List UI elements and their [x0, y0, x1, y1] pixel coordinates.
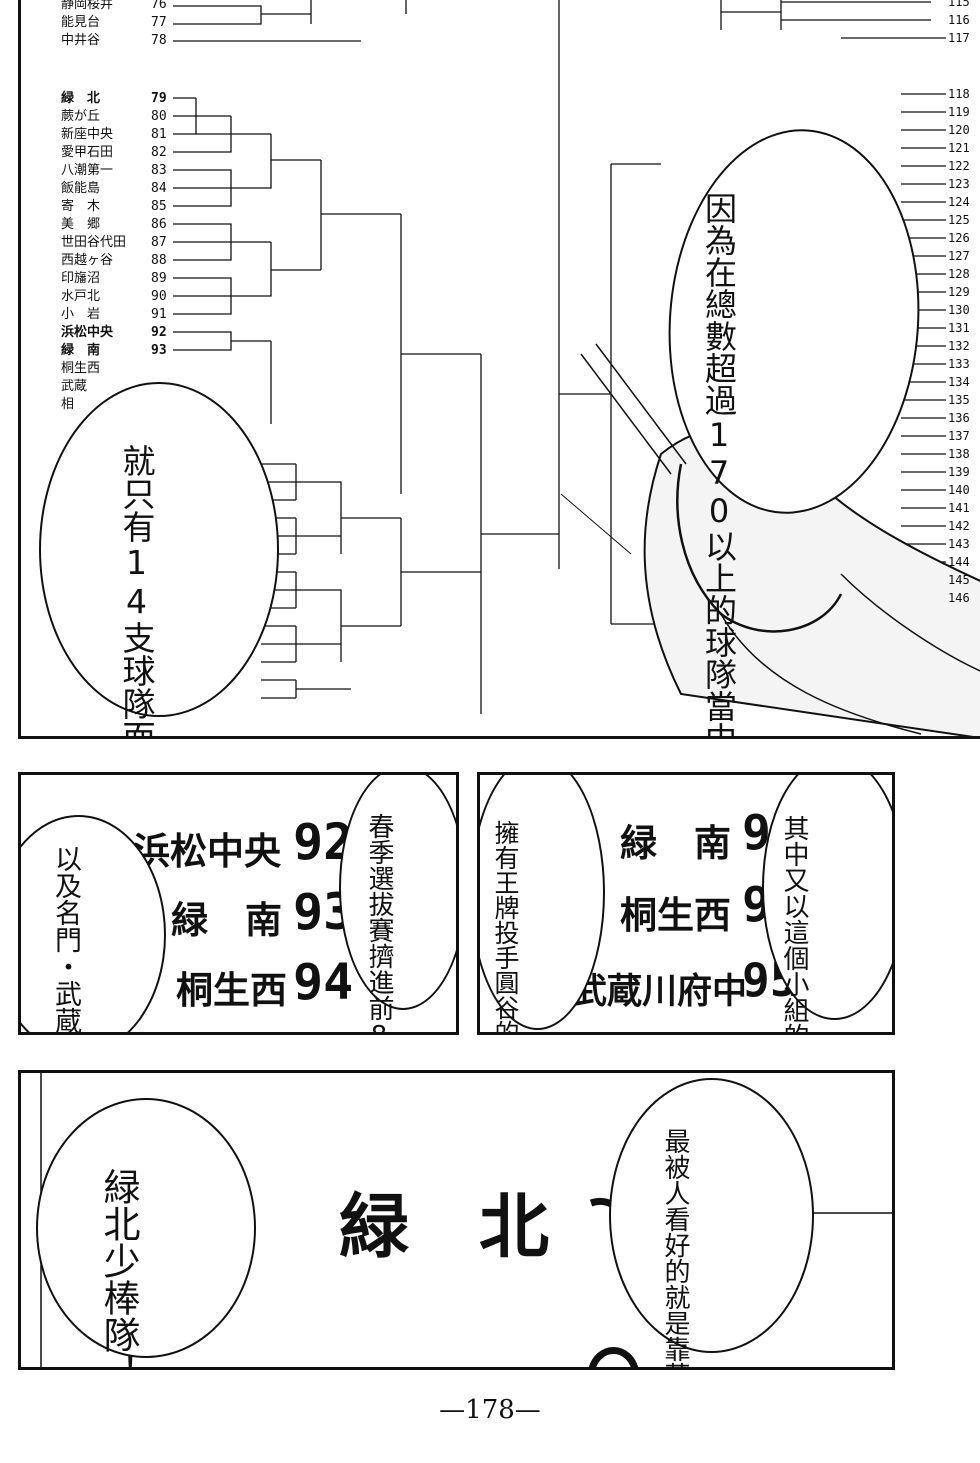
- bracket-number: 126: [948, 231, 970, 245]
- team-num-94: 94: [293, 953, 354, 1011]
- bracket-panel: 静岡桜井 76 能見台 77 中井谷 78 緑 北 79 蕨が丘 80 新座中央 81 愛甲石田 82 八…: [18, 0, 980, 739]
- team-name: 飯能島: [61, 181, 101, 196]
- bracket-number: 136: [948, 411, 970, 425]
- bubble-left-text: 擁有王牌投手圓谷的桐生西少棒隊…: [491, 820, 520, 1035]
- team-name-hamamatsu: 浜松中央: [133, 830, 281, 873]
- team-name: 中井谷: [61, 33, 101, 48]
- bracket-number: 146: [948, 591, 970, 605]
- team-name: 能見台: [61, 15, 101, 30]
- team-name: 緑 北: [61, 91, 101, 106]
- team-number: 80: [151, 109, 167, 124]
- team-name: 世田谷代田: [61, 235, 127, 250]
- bracket-number: 128: [948, 267, 970, 281]
- team-name: 印旛沼: [61, 271, 101, 286]
- bracket-number: 121: [948, 141, 970, 155]
- bracket-number: 141: [948, 501, 970, 515]
- page-number: —178—: [439, 1395, 541, 1425]
- team-number: 86: [151, 217, 167, 232]
- bracket-number: 124: [948, 195, 970, 209]
- speech-bubble-left: [36, 1098, 256, 1358]
- bracket-number: 143: [948, 537, 970, 551]
- panel-kiryunishi: 緑 南 桐生西 武蔵川府中 9 9 95 擁有王牌投手圓谷的桐生西少棒隊… 其中…: [477, 772, 895, 1035]
- bracket-number: 144: [948, 555, 970, 569]
- bubble-left-text: 緑北少棒隊！: [97, 1168, 140, 1370]
- bracket-number: 118: [948, 87, 970, 101]
- team-name: 水戸北: [61, 289, 101, 304]
- panel-hamamatsu: 浜松中央 緑 南 桐生西 92 93 94 以及名門・武蔵川府中 春季選拔賽擠進…: [18, 772, 459, 1035]
- bracket-number: 133: [948, 357, 970, 371]
- bracket-number: 131: [948, 321, 970, 335]
- speech-bubble-right: [339, 775, 456, 1010]
- bubble-right-text: 其中又以這個小組的戰況最為嚴苛吧…: [778, 815, 810, 1032]
- team-name: 小 岩: [61, 307, 101, 322]
- bracket-number: 145: [948, 573, 970, 587]
- team-number: 79: [151, 91, 167, 106]
- bubble-left-text: 以及名門・武蔵川府中: [50, 845, 81, 1035]
- team-name: 静岡桜井: [61, 0, 114, 12]
- bracket-number: 120: [948, 123, 970, 137]
- team-name-musashigawa: 武蔵川府中: [572, 972, 748, 1012]
- team-name-midorinami: 緑 南: [620, 822, 731, 865]
- team-number: 83: [151, 163, 167, 178]
- team-name: 緑 南: [61, 343, 101, 358]
- team-number: 76: [151, 0, 167, 12]
- bracket-number: 137: [948, 429, 970, 443]
- speech-bubble-right: [609, 1078, 814, 1353]
- bracket-number: 119: [948, 105, 970, 119]
- bubble-left-text: 就只有14支球隊而已啊…: [117, 444, 156, 739]
- bracket-number: 127: [948, 249, 970, 263]
- team-name: 八潮第一: [61, 163, 114, 178]
- team-name: 愛甲石田: [61, 145, 114, 160]
- team-number: 91: [151, 307, 167, 322]
- team-name: 美 郷: [61, 217, 101, 232]
- bracket-number: 125: [948, 213, 970, 227]
- team-name: 桐生西: [61, 361, 101, 376]
- bubble-right-text: 因為在總數超過170以上的球隊當中，能夠獲得參加主賽資格的…: [700, 192, 738, 736]
- team-name: 寄 木: [61, 199, 101, 214]
- team-name-midorikita: 緑 北: [339, 1186, 549, 1268]
- team-name: 西越ヶ谷: [61, 253, 114, 268]
- team-number: 93: [151, 343, 167, 358]
- team-number: 87: [151, 235, 167, 250]
- team-number: 88: [151, 253, 167, 268]
- bracket-number: 129: [948, 285, 970, 299]
- speech-bubble-left: [480, 775, 605, 1030]
- bracket-number: 116: [948, 13, 970, 27]
- team-number: 89: [151, 271, 167, 286]
- bubble-right-text: 最被人看好的就是靠著壓倒性實力拿下春季選拔大賽冠軍的…: [659, 1128, 691, 1367]
- team-name-kiryunishi: 桐生西: [176, 969, 287, 1012]
- bracket-number: 134: [948, 375, 970, 389]
- team-number: 82: [151, 145, 167, 160]
- bracket-number: 122: [948, 159, 970, 173]
- team-number: 77: [151, 15, 167, 30]
- bracket-number: 135: [948, 393, 970, 407]
- team-name: 蕨が丘: [61, 109, 101, 124]
- bracket-number: 117: [948, 31, 970, 45]
- bubble-right-text: 春季選拔賽擠進前8強的濱松中央…: [364, 813, 394, 1035]
- speech-bubble-left: [39, 382, 279, 717]
- bracket-number: 139: [948, 465, 970, 479]
- team-number: 81: [151, 127, 167, 142]
- team-number: 84: [151, 181, 167, 196]
- speech-bubble-right: [762, 775, 892, 1020]
- team-number: 90: [151, 289, 167, 304]
- bracket-number: 130: [948, 303, 970, 317]
- panel-midorikita: 緑 北 緑北少棒隊！ 最被人看好的就是靠著壓倒性實力拿下春季選拔大賽冠軍的…: [18, 1070, 895, 1370]
- bracket-number: 132: [948, 339, 970, 353]
- team-name: 浜松中央: [61, 325, 114, 340]
- team-number: 78: [151, 33, 167, 48]
- bracket-number: 115: [948, 0, 970, 9]
- team-number: 85: [151, 199, 167, 214]
- team-name: 武蔵: [61, 379, 88, 394]
- team-name: 相: [61, 397, 75, 412]
- team-name: 新座中央: [61, 127, 114, 142]
- bracket-number: 142: [948, 519, 970, 533]
- bracket-number: 140: [948, 483, 970, 497]
- bracket-number: 138: [948, 447, 970, 461]
- bracket-lines: [173, 0, 980, 736]
- team-name-midorinami: 緑 南: [171, 899, 282, 942]
- team-number: 92: [151, 325, 167, 340]
- bracket-number: 123: [948, 177, 970, 191]
- team-name-kiryunishi: 桐生西: [620, 894, 731, 937]
